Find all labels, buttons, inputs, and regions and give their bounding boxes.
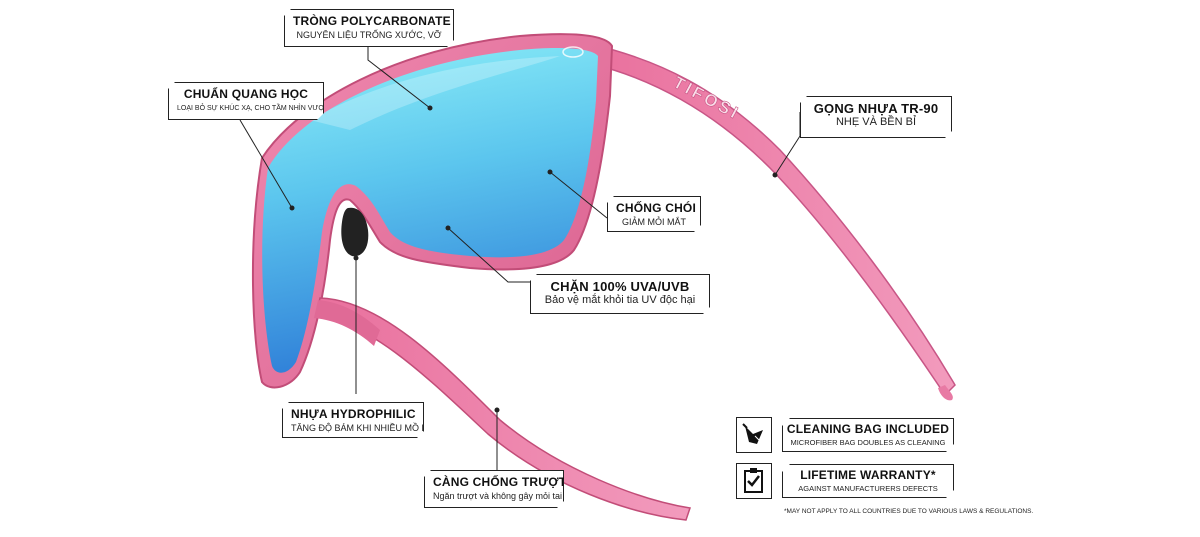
callout-uv-title: CHẶN 100% UVA/UVB: [550, 279, 690, 294]
callout-antislip: CÀNG CHỐNG TRƯỢT Ngăn trượt và không gây…: [424, 470, 564, 508]
cleaning-bag-icon: [736, 417, 772, 453]
badge-cleaning-bag-title: CLEANING BAG INCLUDED: [786, 422, 950, 436]
callout-antislip-title: CÀNG CHỐNG TRƯỢT: [433, 475, 567, 489]
callout-lens-title: TRÒNG POLYCARBONATE: [293, 14, 451, 28]
lens-logo-mark: [562, 46, 584, 58]
nose-pad: [341, 207, 369, 257]
callout-hydrophilic-title: NHỰA HYDROPHILIC: [291, 407, 416, 421]
callout-temples-title: GỌNG NHỰA TR-90: [813, 101, 939, 116]
callout-lens-subtitle: NGUYÊN LIỆU TRỐNG XƯỚC, VỠ: [296, 30, 442, 40]
callout-uv-subtitle: Bảo vệ mắt khỏi tia UV độc hại: [544, 294, 696, 306]
right-temple: [589, 43, 956, 397]
callout-antislip-subtitle: Ngăn trượt và không gây mỏi tai: [433, 491, 562, 501]
badge-cleaning-bag: CLEANING BAG INCLUDED MICROFIBER BAG DOU…: [782, 418, 954, 452]
callout-glare-subtitle: GIẢM MỎI MẮT: [622, 217, 686, 227]
lens-highlight: [310, 56, 560, 130]
badge-warranty: LIFETIME WARRANTY* AGAINST MANUFACTURERS…: [782, 464, 954, 498]
callout-glare: CHỐNG CHÓI GIẢM MỎI MẮT: [607, 196, 701, 232]
left-temple-grip: [314, 300, 380, 346]
callout-temples: GỌNG NHỰA TR-90 NHẸ VÀ BỀN BỈ: [800, 96, 952, 138]
callout-glare-title: CHỐNG CHÓI: [616, 201, 696, 215]
callout-temples-subtitle: NHẸ VÀ BỀN BỈ: [835, 116, 917, 128]
callout-hydrophilic-subtitle: TĂNG ĐỘ BÁM KHI NHIỀU MỒ HÔI: [291, 423, 438, 433]
lens: [262, 48, 598, 373]
checklist-icon: [736, 463, 772, 499]
callout-optics: CHUẨN QUANG HỌC LOẠI BỎ SỰ KHÚC XẠ, CHO …: [168, 82, 324, 120]
callout-hydrophilic: NHỰA HYDROPHILIC TĂNG ĐỘ BÁM KHI NHIỀU M…: [282, 402, 424, 438]
callout-uv: CHẶN 100% UVA/UVB Bảo vệ mắt khỏi tia UV…: [530, 274, 710, 314]
leader-dots: [289, 105, 778, 413]
badge-warranty-title: LIFETIME WARRANTY*: [800, 468, 936, 482]
left-temple: [315, 297, 691, 521]
badge-warranty-subtitle: AGAINST MANUFACTURERS DEFECTS: [798, 484, 938, 493]
right-temple-tip: [938, 385, 953, 401]
callout-optics-title: CHUẨN QUANG HỌC: [183, 87, 309, 101]
callout-optics-subtitle: LOẠI BỎ SỰ KHÚC XẠ, CHO TẦM NHÌN VƯỢT TR…: [177, 105, 348, 112]
disclaimer-text: *MAY NOT APPLY TO ALL COUNTRIES DUE TO V…: [784, 508, 1034, 515]
callout-lens: TRÒNG POLYCARBONATE NGUYÊN LIỆU TRỐNG XƯ…: [284, 9, 454, 47]
